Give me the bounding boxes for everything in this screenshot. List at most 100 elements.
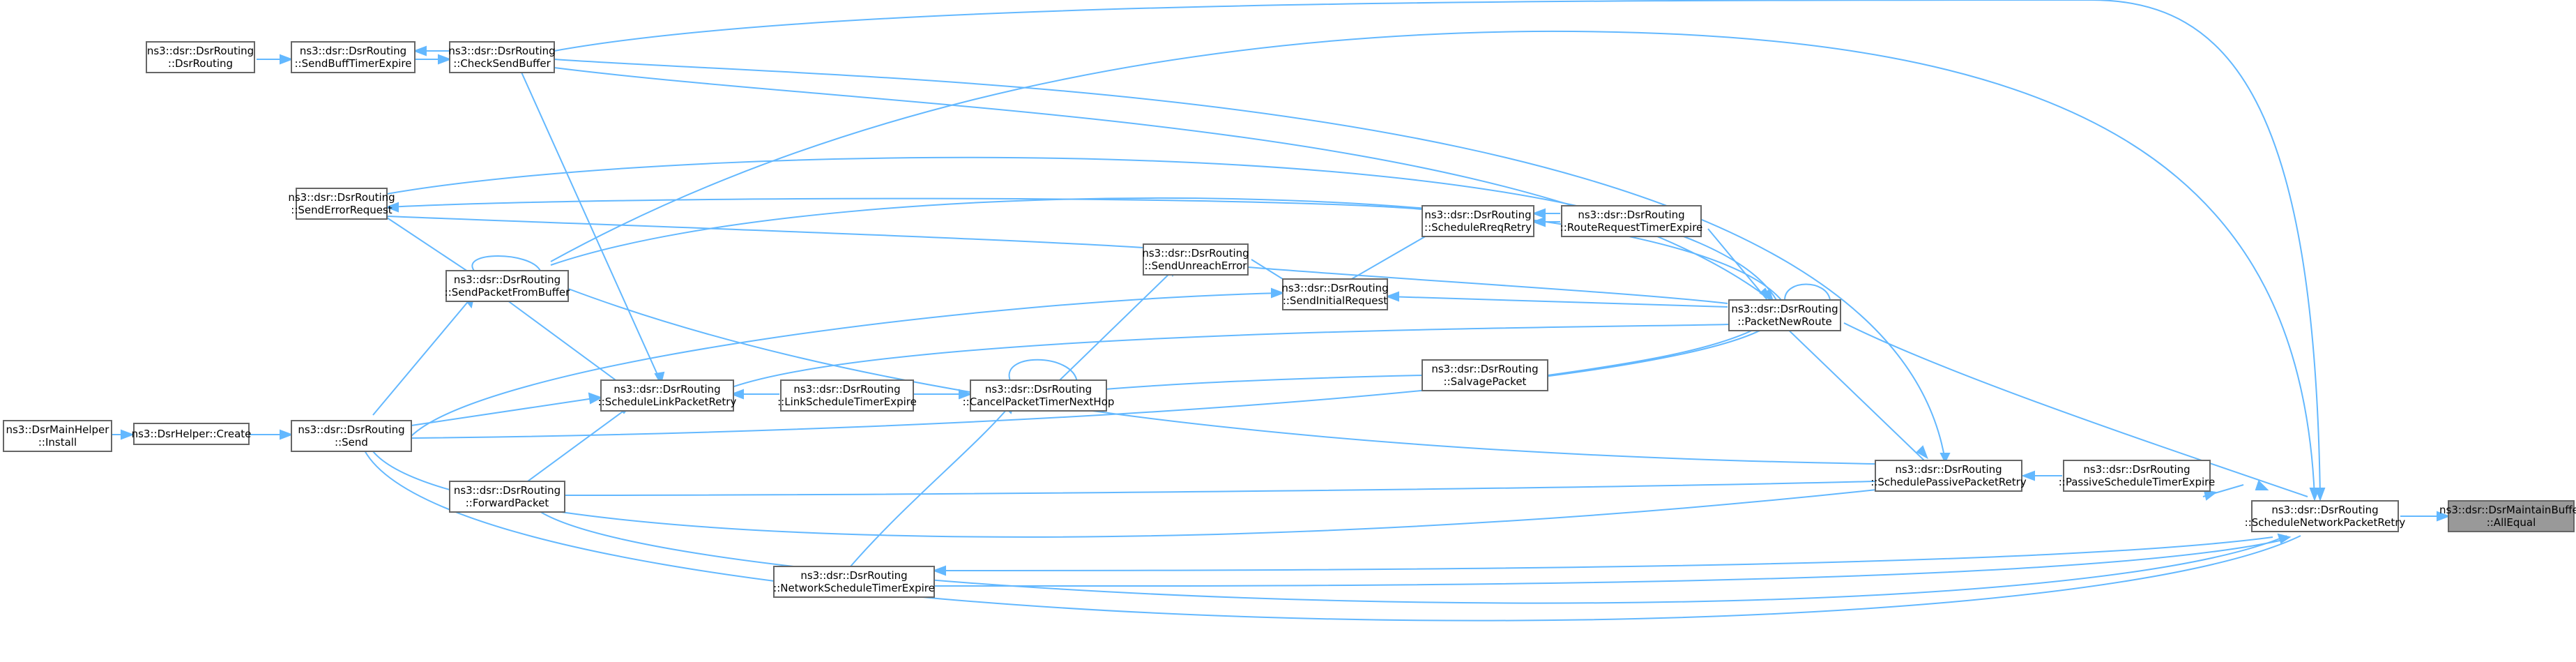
node-label-line: ::CheckSendBuffer [453,57,551,70]
node-label-line: ns3::dsr::DsrMaintainBuffer [2439,504,2576,516]
edge-sppr-pnr [1781,322,1928,461]
node-install[interactable]: ns3::DsrMainHelper::Install [3,420,112,452]
node-spfb[interactable]: ns3::dsr::DsrRouting::SendPacketFromBuff… [445,270,570,302]
edge-ser-sue [386,216,1144,248]
edge-pnr-self [1784,283,1831,301]
edge-spfb-send [372,292,475,416]
node-nste[interactable]: ns3::dsr::DsrRouting::NetworkScheduleTim… [773,566,935,598]
node-label-line: ns3::dsr::DsrRouting [800,569,907,582]
edge-sppr-spfb [564,287,1876,465]
node-label-line: ns3::dsr::DsrRouting [448,45,555,57]
edge-sppr-fwd [564,481,1876,496]
edge-alleq-snpr [2400,511,2451,522]
node-label-line: ns3::dsr::DsrRouting [147,45,254,57]
node-label-line: ns3::DsrHelper::Create [132,428,252,440]
node-label-line: ::Install [38,436,77,449]
edge-cpt-self [1008,359,1078,383]
edge-create-install [112,429,135,440]
node-fwd[interactable]: ns3::dsr::DsrRouting::ForwardPacket [449,481,565,513]
node-lste[interactable]: ns3::dsr::DsrRouting::LinkScheduleTimerE… [777,379,917,412]
node-alleq[interactable]: ns3::dsr::DsrMaintainBuffer::AllEqual [2439,500,2576,532]
node-label-line: ns3::dsr::DsrRouting [793,383,900,396]
node-box [1561,205,1702,237]
node-label-line: ns3::dsr::DsrRouting [288,191,395,204]
edge-snpr-spfb [550,30,2320,502]
node-box [2063,460,2211,492]
edge-slpr-lste [730,389,779,400]
node-pnr[interactable]: ns3::dsr::DsrRouting::PacketNewRoute [1728,299,1841,331]
node-box [600,379,734,412]
edge-sir-spfb [411,287,1285,437]
node-snpr[interactable]: ns3::dsr::DsrRouting::ScheduleNetworkPac… [2245,500,2406,532]
node-create[interactable]: ns3::DsrHelper::Create [132,423,252,445]
node-label-line: ::SendPacketFromBuffer [445,286,570,299]
node-box [2448,500,2575,532]
node-spst[interactable]: ns3::dsr::DsrRouting::PassiveScheduleTim… [2059,460,2216,492]
node-label-line: ns3::dsr::DsrRouting [454,484,561,497]
edges [112,0,2451,622]
node-label-line: ::DsrRouting [168,57,233,70]
node-srr[interactable]: ns3::dsr::DsrRouting::ScheduleRreqRetry [1422,205,1534,237]
edge-csb-sbte [413,45,450,57]
node-box [296,188,388,220]
node-label-line: ns3::dsr::DsrRouting [613,383,720,396]
node-box [449,41,555,73]
node-ser[interactable]: ns3::dsr::DsrRouting::SendErrorRequest [288,188,395,220]
node-label-line: ns3::dsr::DsrRouting [1578,209,1684,221]
edge-srr-rrte-2 [1532,208,1560,219]
node-label-line: ns3::dsr::DsrRouting [1731,303,1838,315]
node-box [1282,278,1388,310]
edge-sppr-csb [554,59,1951,464]
edge-send-create [247,429,294,440]
edge-sue-pnr [1247,266,1728,304]
edge-sppr-send [369,446,1890,538]
node-rrte[interactable]: ns3::dsr::DsrRouting::RouteRequestTimerE… [1560,205,1703,237]
node-label-line: ::NetworkScheduleTimerExpire [773,582,935,594]
node-dsrr[interactable]: ns3::dsr::DsrRouting::DsrRouting [146,41,255,73]
node-label-line: ns3::dsr::DsrRouting [1424,209,1531,221]
node-label-line: ::SalvagePacket [1444,375,1527,388]
node-label-line: ::SendInitialRequest [1283,294,1387,307]
node-box [773,566,935,598]
edge-slpr-fwd [522,403,633,486]
node-sbte[interactable]: ns3::dsr::DsrRouting::SendBuffTimerExpir… [291,41,416,73]
node-label-line: ::PacketNewRoute [1737,315,1831,328]
node-label-line: ns3::dsr::DsrRouting [454,273,561,286]
node-box [445,270,569,302]
edge-ser-srr [385,197,1423,213]
node-cpt[interactable]: ns3::dsr::DsrRouting::CancelPacketTimerN… [963,379,1115,412]
node-box [1422,359,1548,391]
node-label-line: ns3::dsr::DsrRouting [1142,247,1249,259]
node-label-line: ::LinkScheduleTimerExpire [777,396,917,408]
node-label-line: ::SendBuffTimerExpire [294,57,411,70]
edge-spst-sppr [2021,470,2062,481]
node-sppr[interactable]: ns3::dsr::DsrRouting::SchedulePassivePac… [1870,460,2027,492]
edge-cpt-salv [1104,375,1423,390]
edge-srr-rrte [1532,216,1560,227]
edge-snpr-fwd [529,503,2292,604]
node-label-line: ::PassiveScheduleTimerExpire [2059,476,2216,488]
node-box [1728,299,1841,331]
edge-snpr-pnr [1843,322,2308,497]
edge-sir-pnr [1385,291,1728,308]
node-label-line: ::SchedulePassivePacketRetry [1870,476,2027,488]
node-label-line: ::ForwardPacket [466,497,549,509]
node-sue[interactable]: ns3::dsr::DsrRouting::SendUnreachError [1142,243,1249,276]
edge-lste-cpt [913,389,973,400]
node-slpr[interactable]: ns3::dsr::DsrRouting::ScheduleLinkPacket… [598,379,737,412]
node-box [1875,460,2022,492]
edge-slpr-send [411,392,603,426]
node-label-line: ::SendErrorRequest [291,204,392,216]
node-sir[interactable]: ns3::dsr::DsrRouting::SendInitialRequest [1281,278,1389,310]
node-salv[interactable]: ns3::dsr::DsrRouting::SalvagePacket [1422,359,1548,391]
node-csb[interactable]: ns3::dsr::DsrRouting::CheckSendBuffer [448,41,556,73]
node-label-line: ns3::dsr::DsrRouting [298,423,404,436]
edge-ser-spfb [386,217,475,276]
edge-snpr-csb [554,0,2326,502]
edge-pnr-slpr [731,324,1730,388]
node-label-line: ns3::dsr::DsrRouting [985,383,1092,396]
node-box [2251,500,2399,532]
node-send[interactable]: ns3::dsr::DsrRouting::Send [291,420,412,452]
node-box [780,379,914,412]
